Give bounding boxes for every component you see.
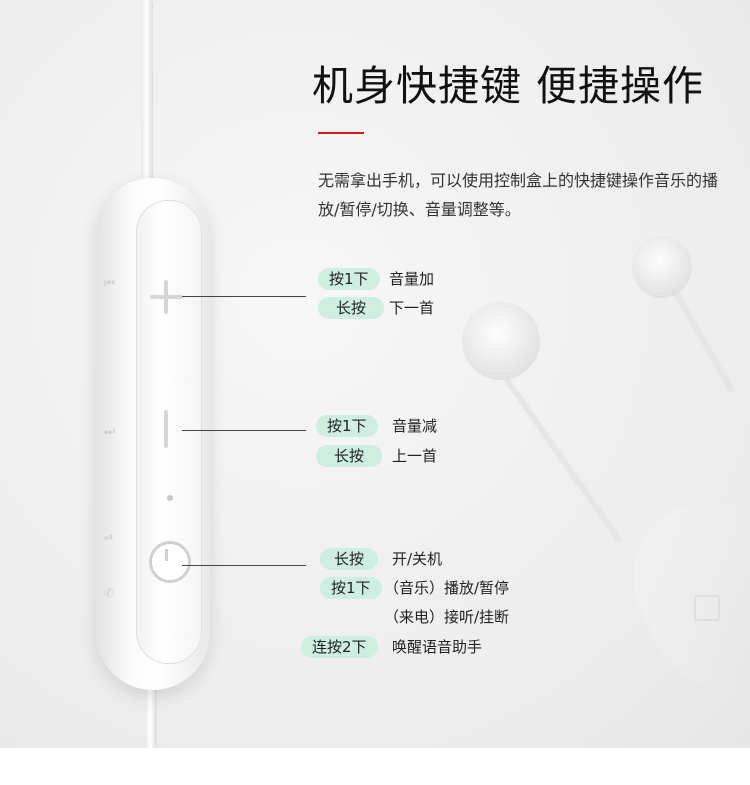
description: 无需拿出手机，可以使用控制盒上的快捷键操作音乐的播放/暂停/切换、音量调整等。 xyxy=(318,171,719,219)
minus-tag-1: 按1下 xyxy=(316,415,378,437)
phone-icon: ✆ xyxy=(104,586,114,600)
plus-callout-line xyxy=(182,296,306,297)
cable-top xyxy=(141,0,153,182)
power-action-2: （音乐）播放/暂停 xyxy=(384,579,510,597)
background-cable xyxy=(670,286,736,394)
plus-tag-2: 长按 xyxy=(318,297,385,319)
title-accent-line xyxy=(318,132,364,134)
minus-action-1: 音量减 xyxy=(392,417,438,435)
play-pause-icon: ⏯ xyxy=(104,530,114,544)
remote-control: ⏮ ⏭ ⏯ ✆ xyxy=(96,178,210,690)
next-track-icon: ⏮ xyxy=(104,276,115,290)
power-icon[interactable] xyxy=(149,541,191,583)
page-title: 机身快捷键 便捷操作 xyxy=(312,62,705,110)
power-tag-2: 按1下 xyxy=(320,577,382,599)
background-earbud xyxy=(462,302,540,380)
power-tag-1: 长按 xyxy=(320,548,379,570)
background-remote xyxy=(608,477,750,713)
prev-track-icon: ⏭ xyxy=(104,424,115,438)
power-action-1: 开/关机 xyxy=(392,550,443,568)
power-callout-line xyxy=(182,565,306,566)
footer-space xyxy=(0,748,750,785)
background-earbud xyxy=(632,236,692,298)
plus-action-1: 音量加 xyxy=(389,270,435,288)
remote-face xyxy=(136,200,202,664)
plus-icon[interactable] xyxy=(164,280,168,314)
cable-bottom xyxy=(145,686,157,748)
background-cable xyxy=(503,376,623,544)
power-action-3: （来电）接听/挂断 xyxy=(384,608,510,626)
minus-tag-2: 长按 xyxy=(316,445,383,467)
power-action-4: 唤醒语音助手 xyxy=(392,638,483,656)
brand-logo-icon xyxy=(694,595,720,621)
minus-icon[interactable] xyxy=(164,410,168,448)
indicator-light xyxy=(167,495,173,501)
plus-tag-1: 按1下 xyxy=(318,268,380,290)
minus-action-2: 上一首 xyxy=(392,447,438,465)
product-scene: ⏮ ⏭ ⏯ ✆ 机身快捷键 便捷操作 无需拿出手机，可以使用控制盒上的快捷键操作… xyxy=(0,0,750,748)
power-tag-4: 连按2下 xyxy=(301,636,378,658)
minus-callout-line xyxy=(182,430,306,431)
plus-action-2: 下一首 xyxy=(389,299,435,317)
